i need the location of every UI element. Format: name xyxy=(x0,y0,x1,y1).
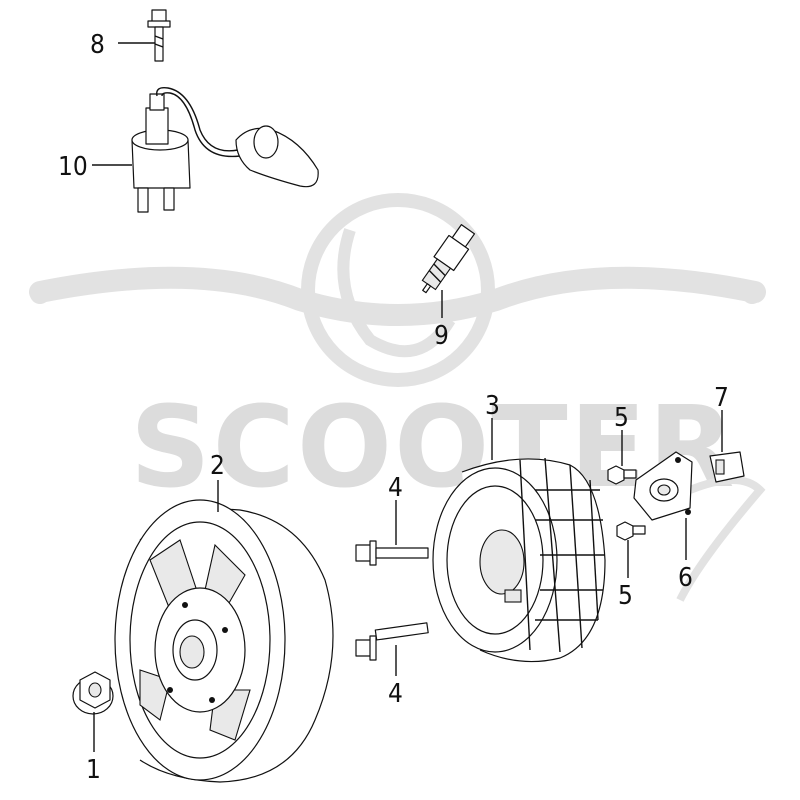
leader-lines xyxy=(92,42,723,752)
watermark-text: SCOOTER xyxy=(130,383,736,513)
callout-4-lower: 4 xyxy=(388,679,403,709)
callout-8: 8 xyxy=(90,30,105,60)
callout-4-upper: 4 xyxy=(388,473,403,503)
callout-5-upper: 5 xyxy=(614,403,629,433)
callout-7: 7 xyxy=(714,383,729,413)
callout-2: 2 xyxy=(210,451,225,481)
part-4-bolt-lower xyxy=(355,622,429,661)
part-7-grommet xyxy=(709,451,745,483)
part-2-flywheel xyxy=(114,499,334,783)
callout-6: 6 xyxy=(678,563,693,593)
part-5-screw-lower xyxy=(616,521,646,541)
part-4-bolt-upper xyxy=(355,540,429,566)
callout-labels: 1 2 3 4 4 5 5 6 7 8 9 10 xyxy=(58,30,729,785)
callout-3: 3 xyxy=(485,391,500,421)
callout-5-lower: 5 xyxy=(618,581,633,611)
part-1-flange-nut xyxy=(72,671,114,715)
part-10-ignition-coil xyxy=(131,86,319,213)
part-5-screw-upper xyxy=(607,465,637,485)
part-9-spark-plug xyxy=(421,224,476,294)
callout-9: 9 xyxy=(434,321,449,351)
part-6-pulser-coil xyxy=(633,451,693,521)
callout-10: 10 xyxy=(58,152,88,182)
part-8-bolt xyxy=(147,9,171,62)
callout-1: 1 xyxy=(86,755,101,785)
part-3-stator xyxy=(432,457,606,663)
watermark-logo: SCOOTER xyxy=(29,193,766,602)
